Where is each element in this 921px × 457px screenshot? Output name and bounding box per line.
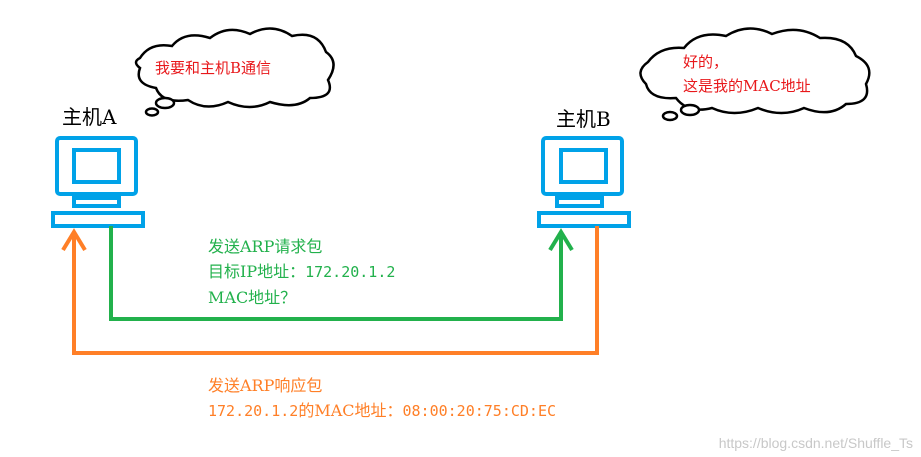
arp-request-text: 发送ARP请求包 目标IP地址：172.20.1.2 MAC地址？: [208, 234, 395, 310]
host-a-speech: 我要和主机B通信: [155, 59, 272, 77]
request-target-ip: 目标IP地址：172.20.1.2: [208, 259, 395, 285]
request-target-ip-label: 目标IP地址：: [208, 262, 306, 281]
request-title: 发送ARP请求包: [208, 237, 323, 256]
host-b-label: 主机B: [556, 107, 611, 131]
host-a-label: 主机A: [62, 105, 117, 129]
arp-request-arrow: [109, 226, 574, 321]
reply-mac-line: 172.20.1.2的MAC地址：08:00:20:75:CD:EC: [208, 398, 556, 424]
request-mac-question: MAC地址？: [208, 288, 297, 307]
host-b-speech-line-2: 这是我的MAC地址: [683, 77, 811, 95]
reply-mac-value: 08:00:20:75:CD:EC: [402, 402, 557, 420]
thought-bubble-b: [639, 27, 871, 122]
request-target-ip-value: 172.20.1.2: [305, 263, 396, 281]
host-b-speech-line-1: 好的，: [683, 53, 729, 71]
thought-bubble-a: [134, 27, 335, 117]
computer-a-icon: [51, 136, 145, 228]
reply-ip: 172.20.1.2: [208, 402, 299, 420]
reply-title: 发送ARP响应包: [208, 376, 323, 395]
arp-reply-arrow: [61, 226, 599, 355]
watermark: https://blog.csdn.net/Shuffle_Ts: [718, 435, 913, 451]
computer-b-icon: [537, 136, 631, 228]
reply-mac-label: 的MAC地址：: [298, 401, 403, 420]
arp-reply-text: 发送ARP响应包 172.20.1.2的MAC地址：08:00:20:75:CD…: [208, 373, 556, 424]
